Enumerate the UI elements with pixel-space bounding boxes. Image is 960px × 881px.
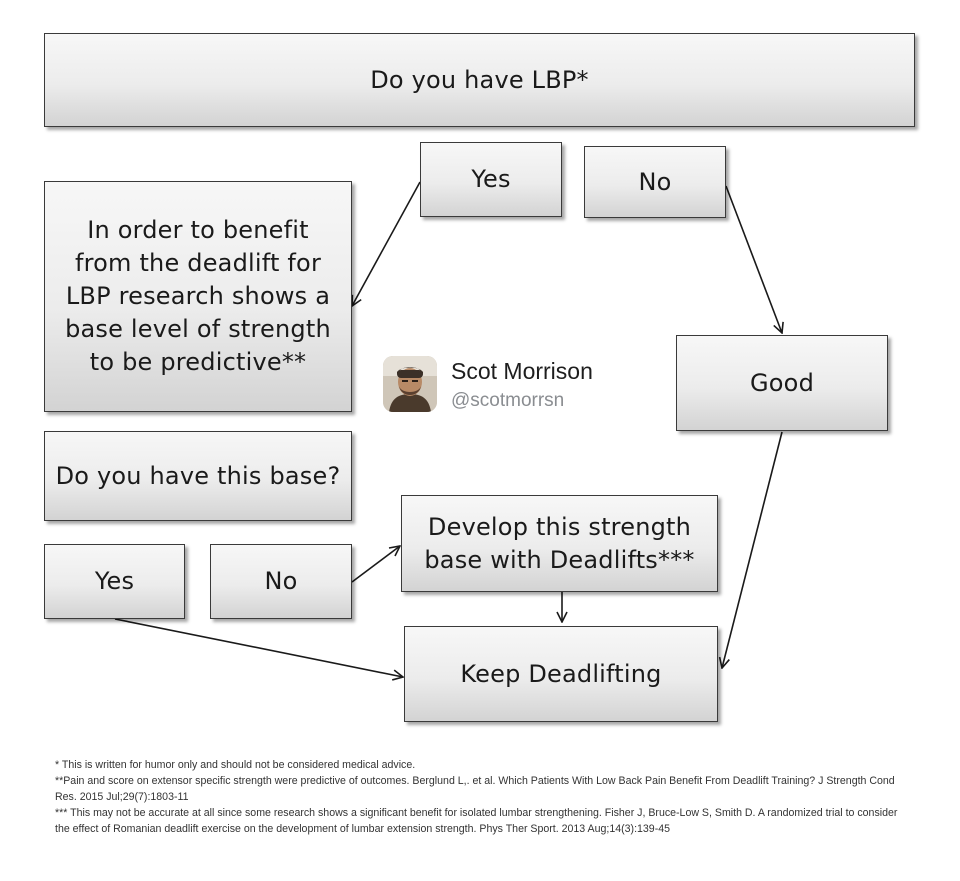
node-label: Yes xyxy=(94,567,135,595)
node-do-you-have-this-base: Do you have this base? xyxy=(44,431,352,521)
node-benefit-explanation: In order to benefit from the deadlift fo… xyxy=(44,181,352,412)
node-label: No xyxy=(638,167,672,196)
arrow-good-to-keep xyxy=(722,431,783,668)
node-good: Good xyxy=(676,335,888,431)
node-develop-strength-base: Develop this strength base with Deadlift… xyxy=(401,495,718,592)
footnote-1: * This is written for humor only and sho… xyxy=(55,759,416,771)
node-no-bottom: No xyxy=(210,544,352,619)
node-label: No xyxy=(264,567,298,595)
node-no-top: No xyxy=(584,146,726,218)
person-avatar-icon xyxy=(383,356,437,412)
twitter-handle[interactable]: @scotmorrsn xyxy=(451,390,565,411)
node-label: Yes xyxy=(471,165,511,193)
twitter-attribution: Scot Morrison @scotmorrsn xyxy=(383,352,633,416)
footnote-2: **Pain and score on extensor specific st… xyxy=(55,775,895,803)
twitter-display-name[interactable]: Scot Morrison xyxy=(451,358,593,384)
node-label: Keep Deadlifting xyxy=(460,659,662,688)
arrow-no-to-good xyxy=(725,185,782,333)
arrow-yes-to-keep xyxy=(114,618,403,677)
node-label: Develop this strength base with Deadlift… xyxy=(424,512,695,574)
footnote-3: *** This may not be accurate at all sinc… xyxy=(55,807,898,835)
node-label: Good xyxy=(750,368,814,397)
node-keep-deadlifting: Keep Deadlifting xyxy=(404,626,718,722)
node-do-you-have-lbp: Do you have LBP* xyxy=(44,33,915,127)
node-yes-top: Yes xyxy=(420,142,562,217)
arrow-yes-to-benefit xyxy=(352,181,421,306)
node-label: In order to benefit from the deadlift fo… xyxy=(65,216,331,376)
node-yes-bottom: Yes xyxy=(44,544,185,619)
node-label: Do you have this base? xyxy=(55,461,341,490)
node-label: Do you have LBP* xyxy=(370,65,589,94)
arrow-no-to-develop xyxy=(351,546,400,583)
avatar[interactable] xyxy=(383,356,437,412)
footnotes: * This is written for humor only and sho… xyxy=(55,757,915,837)
